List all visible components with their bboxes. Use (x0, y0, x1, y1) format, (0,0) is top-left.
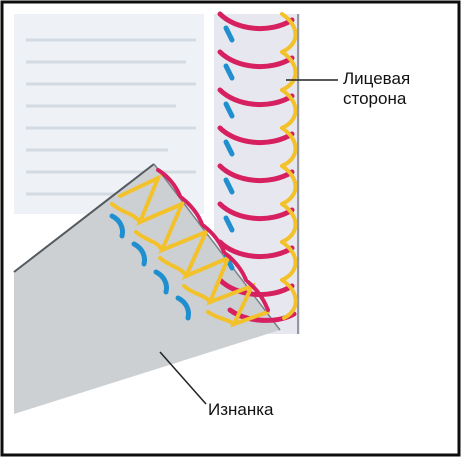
face-side-label-line1: Лицевая (343, 69, 410, 89)
face-side-label-line2: сторона (343, 89, 410, 109)
face-side-label: Лицевая сторона (343, 69, 410, 109)
back-side-label: Изнанка (208, 400, 274, 420)
